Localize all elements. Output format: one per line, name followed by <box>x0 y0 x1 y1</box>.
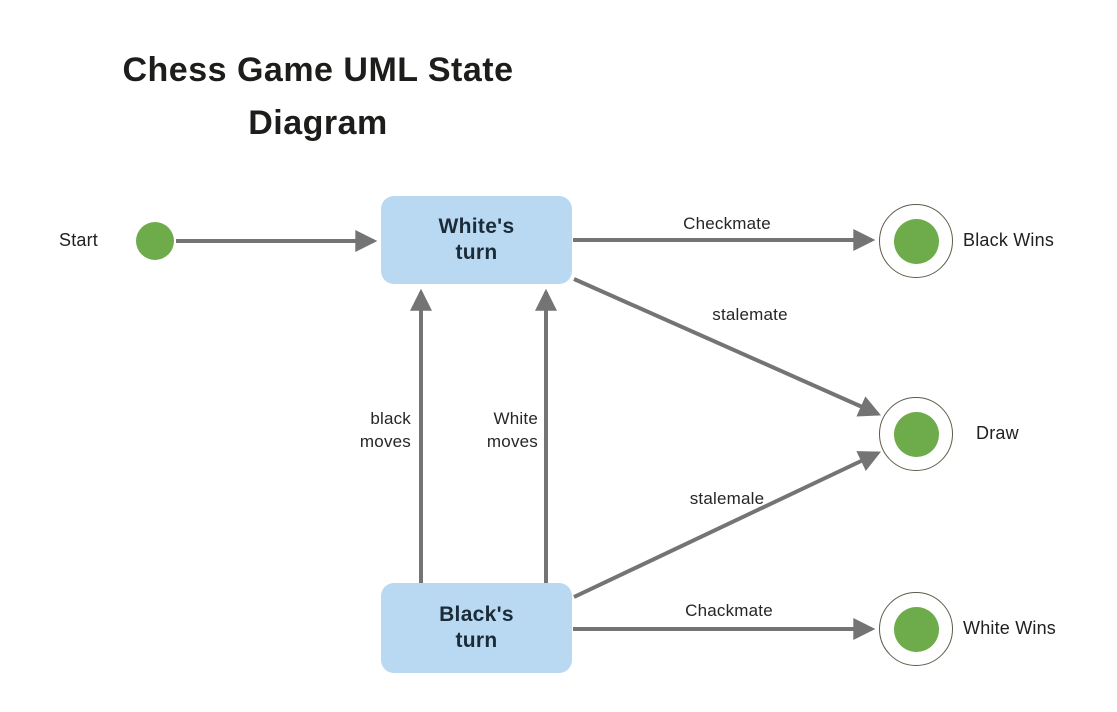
edge-label-stalemale: stalemale <box>689 489 765 508</box>
black-wins-label: Black Wins <box>963 230 1055 250</box>
edge-label-black-moves: black moves <box>360 407 411 453</box>
edge-label-checkmate: Checkmate <box>683 214 771 233</box>
edge-label-black-moves-line1: black <box>370 409 411 428</box>
final-state-draw <box>879 397 953 471</box>
final-state-white-wins-inner <box>893 606 939 652</box>
edge-stalemate-line <box>573 277 882 417</box>
edge-label-white-moves: White moves <box>487 407 538 453</box>
state-whites-turn-line1: White's <box>438 215 515 238</box>
edge-label-black-moves-line2: moves <box>359 432 411 451</box>
state-blacks-turn-line2: turn <box>455 629 498 652</box>
final-state-white-wins <box>879 592 953 666</box>
white-wins-label: White Wins <box>963 618 1057 638</box>
diagram-title-line2: Diagram <box>248 104 388 142</box>
final-state-draw-inner <box>893 411 939 457</box>
edge-label-white-moves-line2: moves <box>486 432 538 451</box>
edge-stalemale-line <box>573 451 881 599</box>
state-whites-turn-line2: turn <box>455 241 498 264</box>
final-state-black-wins <box>879 204 953 278</box>
state-blacks-turn: Black's turn <box>381 583 572 673</box>
draw-label: Draw <box>976 423 1019 443</box>
initial-state-circle <box>136 222 174 260</box>
state-blacks-turn-line1: Black's <box>439 603 514 626</box>
edge-label-chackmate: Chackmate <box>685 601 773 620</box>
start-label: Start <box>59 230 99 250</box>
diagram-title-line1: Chess Game UML State <box>122 51 514 89</box>
state-whites-turn: White's turn <box>381 196 572 284</box>
edge-label-stalemate: stalemate <box>712 305 788 324</box>
edge-label-white-moves-line1: White <box>493 409 538 428</box>
final-state-black-wins-inner <box>893 218 939 264</box>
diagram-title: Chess Game UML State Diagram <box>88 44 548 150</box>
